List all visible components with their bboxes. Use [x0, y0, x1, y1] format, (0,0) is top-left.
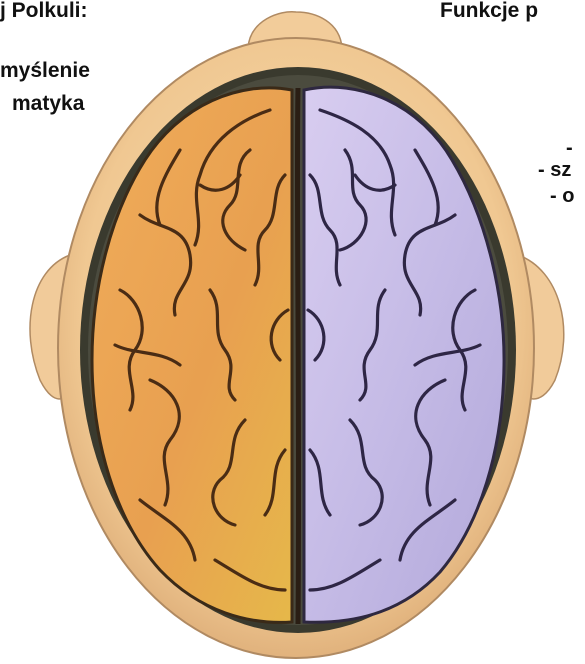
- right-heading-label: Funkcje p: [440, 0, 538, 21]
- left-item-1: myślenie: [0, 60, 90, 81]
- right-item-2: - sz: [538, 160, 571, 180]
- left-item-2: matyka: [12, 93, 84, 114]
- left-heading-label: j Polkuli:: [0, 0, 88, 21]
- longitudinal-fissure: [297, 88, 298, 624]
- right-item-3: - o: [550, 186, 574, 206]
- right-item-1: -: [566, 138, 573, 158]
